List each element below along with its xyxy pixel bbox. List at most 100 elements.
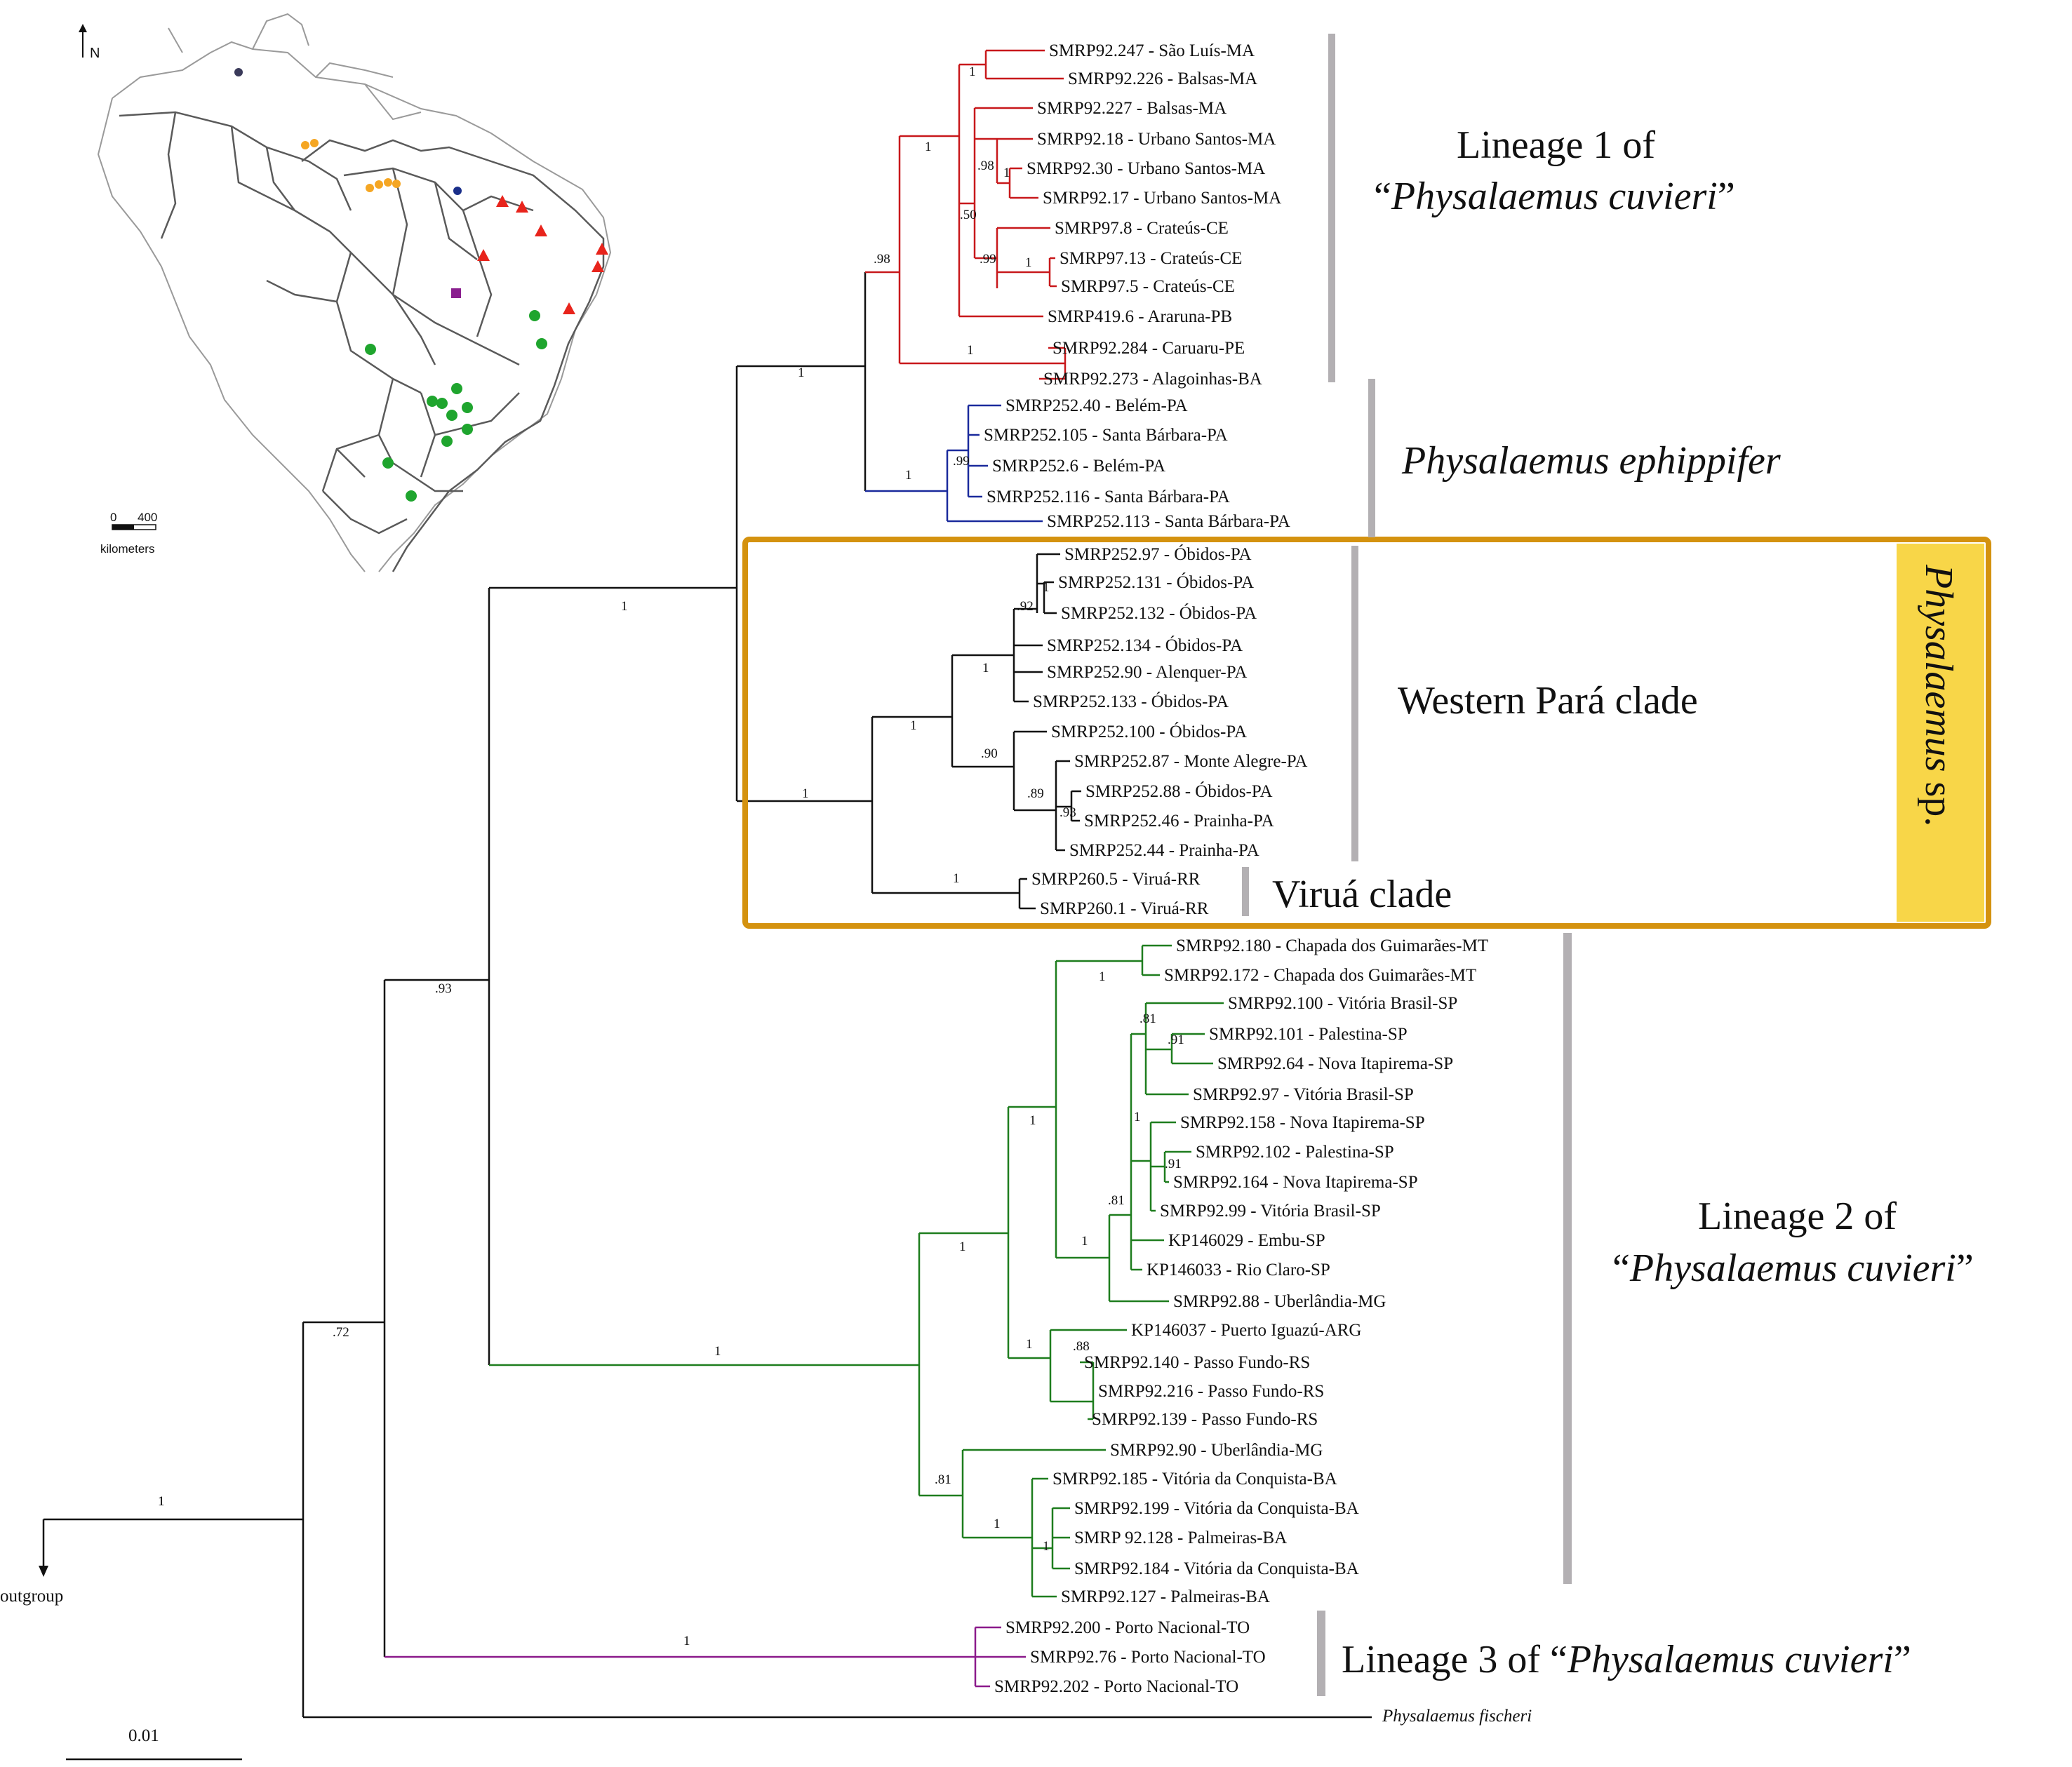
tip-label: SMRP419.6 - Araruna-PB — [1048, 307, 1232, 326]
support-value: 1 — [969, 65, 976, 79]
support-value: 1 — [1029, 1113, 1036, 1128]
support-value: 1 — [994, 1517, 1001, 1531]
tip-label: SMRP97.5 - Crateús-CE — [1061, 277, 1235, 296]
map-locality-marker — [596, 243, 608, 255]
tip-label: SMRP92.139 - Passo Fundo-RS — [1092, 1410, 1318, 1429]
support-value: 1 — [967, 343, 974, 358]
support-value: .93 — [1060, 805, 1076, 820]
tip-label: SMRP92.100 - Vitória Brasil-SP — [1228, 994, 1457, 1013]
tip-label: SMRP92.180 - Chapada dos Guimarães-MT — [1176, 936, 1488, 955]
tip-label: SMRP92.76 - Porto Nacional-TO — [1030, 1648, 1266, 1667]
support-value: .81 — [935, 1472, 951, 1487]
ephippifer-label: Physalaemus ephippifer — [1401, 439, 1781, 483]
support-value: 1 — [1099, 969, 1106, 984]
support-value: 1 — [925, 140, 932, 154]
tip-label: SMRP252.131 - Óbidos-PA — [1058, 572, 1254, 592]
map-north-arrow: N — [79, 24, 100, 61]
tip-label: SMRP92.17 - Urbano Santos-MA — [1043, 189, 1281, 208]
tip-label: SMRP252.116 - Santa Bárbara-PA — [987, 488, 1230, 506]
tip-label: SMRP92.227 - Balsas-MA — [1037, 99, 1227, 118]
tip-label: SMRP92.30 - Urbano Santos-MA — [1027, 159, 1265, 178]
support-value: 1 — [959, 1239, 966, 1254]
support-value: 1 — [802, 786, 809, 801]
tip-label: SMRP92.102 - Palestina-SP — [1196, 1143, 1394, 1162]
map-locality-marker — [536, 338, 547, 349]
tip-label: SMRP92.226 - Balsas-MA — [1068, 69, 1257, 88]
map-locality-marker — [535, 224, 547, 236]
lineage3-bar — [1317, 1611, 1325, 1696]
map-markers — [234, 68, 608, 502]
map-locality-marker — [496, 195, 509, 207]
lineage2-species-label: “Physalaemus cuvieri” — [1612, 1247, 1974, 1290]
map-locality-marker — [453, 187, 462, 195]
support-value: 1 — [158, 1494, 165, 1509]
support-value: .99 — [980, 252, 996, 267]
tip-label: SMRP97.13 - Crateús-CE — [1060, 249, 1242, 268]
physalaemus-sp-suffix: sp. — [1917, 772, 1960, 827]
support-value: 1 — [910, 718, 917, 733]
map-locality-marker — [451, 288, 461, 298]
support-value: 1 — [1003, 166, 1010, 180]
western-para-label: Western Pará clade — [1398, 679, 1698, 723]
map-locality-marker — [375, 180, 383, 189]
tip-label: KP146029 - Embu-SP — [1168, 1231, 1325, 1250]
fischeri-label: Physalaemus fischeri — [1382, 1707, 1532, 1726]
tip-label: SMRP92.172 - Chapada dos Guimarães-MT — [1164, 966, 1476, 985]
support-value: 1 — [905, 468, 912, 483]
tip-label: SMRP252.44 - Prainha-PA — [1069, 841, 1259, 860]
ephippifer-bar — [1368, 379, 1375, 537]
outgroup-group: outgroup 1 — [0, 1494, 303, 1606]
tip-label: SMRP97.8 - Crateús-CE — [1055, 219, 1229, 238]
tip-label: SMRP92.284 - Caruaru-PE — [1052, 339, 1245, 358]
map-locality-marker — [516, 201, 528, 213]
support-value: 1 — [982, 661, 989, 676]
support-value: 1 — [714, 1344, 721, 1359]
physalaemus-sp-label-bg — [1897, 544, 1984, 922]
tip-label: SMRP252.46 - Prainha-PA — [1084, 812, 1274, 831]
map-country-borders — [97, 13, 612, 572]
tip-label: SMRP92.140 - Passo Fundo-RS — [1084, 1353, 1310, 1372]
tip-label: SMRP92.202 - Porto Nacional-TO — [994, 1677, 1238, 1696]
support-value: 1 — [621, 599, 628, 614]
tip-label: SMRP252.87 - Monte Alegre-PA — [1074, 752, 1307, 771]
tip-label: SMRP92.199 - Vitória da Conquista-BA — [1074, 1499, 1359, 1518]
tip-label: SMRP92.90 - Uberlândia-MG — [1110, 1441, 1323, 1460]
map-north-label: N — [90, 46, 100, 61]
map-scale-unit: kilometers — [100, 542, 154, 556]
support-value: .91 — [1165, 1157, 1182, 1171]
lineage2-label: Lineage 2 of — [1698, 1195, 1897, 1238]
support-value: .91 — [1168, 1033, 1184, 1047]
scale-bar-label: 0.01 — [128, 1726, 159, 1745]
tip-label: SMRP252.97 - Óbidos-PA — [1064, 544, 1252, 564]
map-locality-marker — [477, 249, 490, 261]
map-coast — [301, 139, 605, 572]
map-locality-marker — [234, 68, 243, 76]
lineage2-bar — [1563, 933, 1572, 1584]
scale-bar: 0.01 — [66, 1726, 242, 1761]
support-value: .92 — [1017, 599, 1034, 614]
tip-label: SMRP92.184 - Vitória da Conquista-BA — [1074, 1559, 1359, 1578]
tip-label: SMRP92.164 - Nova Itapirema-SP — [1173, 1173, 1418, 1192]
map-locality-marker — [436, 398, 448, 409]
support-value: 1 — [953, 871, 960, 886]
map-scale-max: 400 — [138, 511, 157, 524]
tip-label: SMRP92.101 - Palestina-SP — [1209, 1025, 1408, 1044]
map-locality-marker — [301, 141, 309, 149]
map-locality-marker — [392, 180, 401, 188]
map-scale-zero: 0 — [110, 511, 116, 524]
physalaemus-sp-box — [742, 537, 1991, 929]
tip-label: KP146037 - Puerto Iguazú-ARG — [1131, 1321, 1361, 1340]
map-locality-marker — [563, 302, 575, 314]
tip-label: SMRP92.127 - Palmeiras-BA — [1061, 1587, 1270, 1606]
support-value: .98 — [874, 252, 890, 267]
support-value: 1 — [1081, 1234, 1088, 1249]
lineage1-label: Lineage 1 of — [1457, 123, 1655, 167]
lineage1-bar — [1328, 34, 1335, 382]
tip-label: SMRP252.88 - Óbidos-PA — [1085, 781, 1273, 801]
map-locality-marker — [529, 310, 540, 321]
outgroup-label: outgroup — [0, 1587, 63, 1606]
tip-label: SMRP92.200 - Porto Nacional-TO — [1005, 1618, 1250, 1637]
virua-bar — [1242, 867, 1249, 916]
